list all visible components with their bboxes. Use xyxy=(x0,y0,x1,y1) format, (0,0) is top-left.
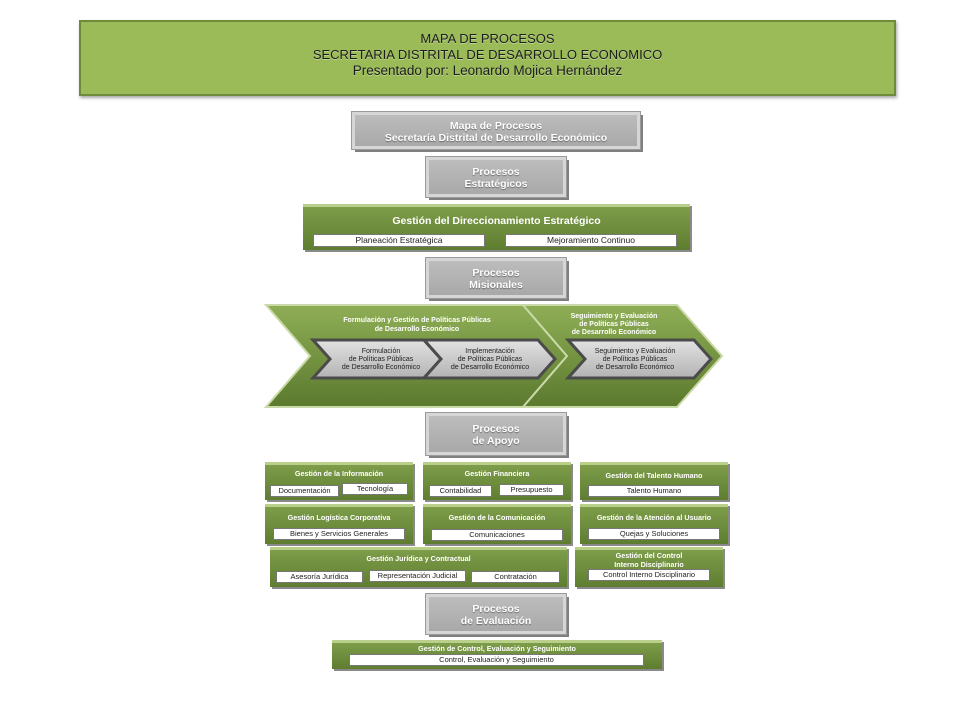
evaluacion-header: Procesos de Evaluación xyxy=(425,593,567,635)
control-interno-title2: Interno Disciplinario xyxy=(614,560,684,569)
estrategicos-line1: Procesos xyxy=(472,166,520,178)
documentacion-box: Documentación xyxy=(270,485,339,497)
gestion-atencion: Gestión de la Atención al Usuario Quejas… xyxy=(580,504,728,544)
control-interno-title1: Gestión del Control xyxy=(615,551,683,560)
gestion-control-interno: Gestión del Control Interno Disciplinari… xyxy=(575,547,723,587)
presupuesto-box: Presupuesto xyxy=(499,484,564,496)
evaluacion-line2: de Evaluación xyxy=(460,615,532,627)
contabilidad-box: Contabilidad xyxy=(429,485,492,497)
comunicaciones-box: Comunicaciones xyxy=(431,529,563,541)
apoyo-line1: Procesos xyxy=(472,423,520,435)
asesoria-box: Asesoría Jurídica xyxy=(276,571,363,583)
chevron2-title2: de Políticas Públicas xyxy=(579,321,649,328)
gestion-juridica: Gestión Jurídica y Contractual Asesoría … xyxy=(270,547,567,587)
misionales-line1: Procesos xyxy=(472,267,520,279)
info-title: Gestión de la Información xyxy=(294,469,384,478)
chevron2-title3: de Desarrollo Económico xyxy=(572,329,656,336)
direccionamiento-group: Gestión del Direccionamiento Estratégico… xyxy=(303,204,690,250)
gestion-financiera: Gestión Financiera Contabilidad Presupue… xyxy=(423,462,571,500)
map-title-block: Mapa de Procesos Secretaría Distrital de… xyxy=(351,111,641,150)
inner3-line1: Seguimiento y Evaluación xyxy=(595,348,676,355)
apoyo-header: Procesos de Apoyo xyxy=(425,412,567,456)
inner2-line2: de Políticas Públicas xyxy=(458,356,523,363)
gestion-informacion: Gestión de la Información Documentación … xyxy=(265,462,413,500)
gestion-talento: Gestión del Talento Humano Talento Human… xyxy=(580,462,728,500)
control-evaluacion-title: Gestión de Control, Evaluación y Seguimi… xyxy=(418,644,576,653)
map-title-line2: Secretaría Distrital de Desarrollo Econó… xyxy=(384,132,608,144)
direccionamiento-title: Gestión del Direccionamiento Estratégico xyxy=(392,215,601,227)
estrategicos-line2: Estratégicos xyxy=(464,178,528,190)
gestion-comunicacion: Gestión de la Comunicación Comunicacione… xyxy=(423,504,571,544)
misionales-line2: Misionales xyxy=(469,279,523,291)
representacion-box: Representación Judicial xyxy=(369,570,466,582)
control-evaluacion-box: Control, Evaluación y Seguimiento xyxy=(349,654,644,666)
header-banner: MAPA DE PROCESOS SECRETARIA DISTRITAL DE… xyxy=(79,20,896,96)
gestion-control-evaluacion: Gestión de Control, Evaluación y Seguimi… xyxy=(332,640,662,669)
inner2-line1: Implementación xyxy=(465,348,515,355)
map-title-line1: Mapa de Procesos xyxy=(449,120,543,132)
quejas-box: Quejas y Soluciones xyxy=(588,528,720,540)
inner3-line3: de Desarrollo Económico xyxy=(596,364,674,371)
juridica-title: Gestión Jurídica y Contractual xyxy=(366,554,471,563)
inner1-line1: Formulación xyxy=(362,348,401,355)
header-title: MAPA DE PROCESOS xyxy=(420,31,555,46)
estrategicos-header: Procesos Estratégicos xyxy=(425,156,567,198)
comunicacion-title: Gestión de la Comunicación xyxy=(448,513,546,522)
evaluacion-line1: Procesos xyxy=(472,603,520,615)
inner1-line2: de Políticas Públicas xyxy=(349,356,414,363)
chevron2-title1: Seguimiento y Evaluación xyxy=(571,313,658,320)
planeacion-box: Planeación Estratégica xyxy=(313,234,485,247)
tecnologia-box: Tecnología xyxy=(342,483,408,495)
financiera-title: Gestión Financiera xyxy=(464,469,530,478)
header-subtitle: SECRETARIA DISTRITAL DE DESARROLLO ECONO… xyxy=(312,47,663,62)
apoyo-line2: de Apoyo xyxy=(472,435,520,447)
header-author: Presentado por: Leonardo Mojica Hernánde… xyxy=(352,63,623,78)
control-interno-box: Control Interno Disciplinario xyxy=(588,569,710,581)
atencion-title: Gestión de la Atención al Usuario xyxy=(596,513,712,522)
logistica-title: Gestión Logística Corporativa xyxy=(287,513,391,522)
talento-box: Talento Humano xyxy=(588,485,720,497)
talento-title: Gestión del Talento Humano xyxy=(605,471,703,480)
contratacion-box: Contratación xyxy=(471,571,560,583)
mejoramiento-box: Mejoramiento Continuo xyxy=(505,234,677,247)
inner-chevron-seguimiento xyxy=(564,338,714,380)
inner3-line2: de Políticas Públicas xyxy=(603,356,668,363)
gestion-logistica: Gestión Logística Corporativa Bienes y S… xyxy=(265,504,413,544)
chevron1-title1: Formulación y Gestión de Políticas Públi… xyxy=(343,317,491,324)
misionales-header: Procesos Misionales xyxy=(425,257,567,299)
inner-chevron-implementacion xyxy=(420,338,558,380)
bienes-box: Bienes y Servicios Generales xyxy=(273,528,405,540)
chevron1-title2: de Desarrollo Económico xyxy=(375,326,459,333)
inner1-line3: de Desarrollo Económico xyxy=(342,364,420,371)
inner2-line3: de Desarrollo Económico xyxy=(451,364,529,371)
